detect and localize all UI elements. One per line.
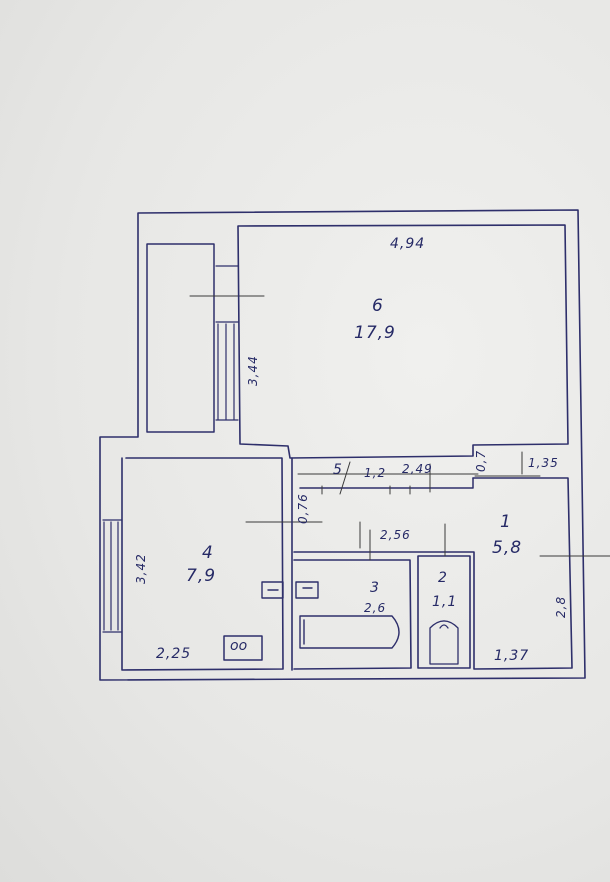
room-1-number: 1 [500,512,512,532]
toilet [429,620,459,665]
room-2-walls [417,555,471,669]
room-4-number: 4 [202,543,214,563]
dim-hall-bottom: 1,37 [494,648,530,664]
dim-hall-right: 1,35 [528,456,559,470]
dim-room-4-width: 2,25 [156,646,192,662]
room-3-walls [293,559,412,670]
loggia-window [215,265,239,421]
room-5-number: 5 [333,462,343,478]
outer-wall [99,209,586,681]
stove-box [223,635,263,661]
corridor-line [299,477,474,489]
loggia-outline [146,243,215,433]
room-3-area: 2,6 [364,601,387,615]
bathtub [299,615,400,649]
boiler-box [295,581,319,599]
dim-room-4-depth: 3,42 [134,553,148,584]
room-4-area: 7,9 [186,566,217,586]
dim-door-small: 0,7 [474,449,488,472]
hall-walls [291,457,573,671]
dim-room-6-depth: 3,44 [246,355,260,386]
room-3-number: 3 [370,580,380,596]
room-4-walls [121,457,284,671]
pencil-dimension-lines [297,451,610,561]
dim-corridor-length: 2,49 [402,462,433,476]
room-2-number: 2 [438,570,448,586]
room-5-area: 1,2 [364,466,387,480]
dim-hall-width: 2,56 [380,528,411,542]
sink-box [261,581,284,599]
room-6-number: 6 [372,296,384,316]
dim-wall-076: 0,76 [296,493,310,524]
dim-hall-side: 2,8 [554,595,568,618]
room-2-area: 1,1 [432,594,458,610]
dim-room-6-width: 4,94 [390,236,426,252]
room-6-area: 17,9 [354,323,396,343]
room-4-window [102,519,123,633]
room-1-area: 5,8 [492,538,523,558]
stove-burners: oo [230,638,248,654]
room-6-walls [237,224,569,459]
